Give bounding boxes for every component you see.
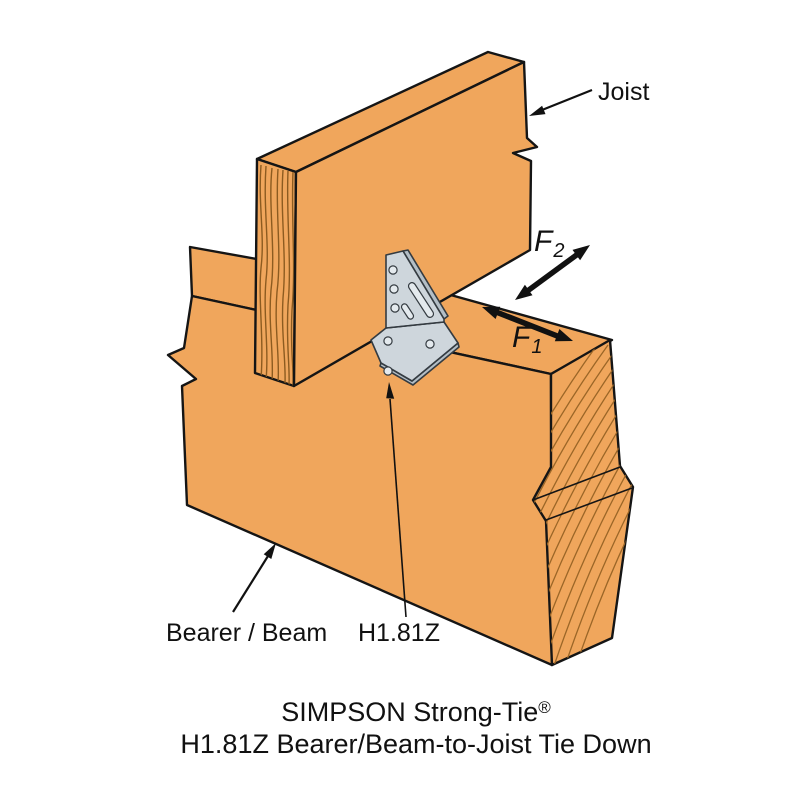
nail-hole [390, 303, 400, 313]
nail-hole [383, 366, 393, 376]
f2-arrow [515, 245, 590, 300]
f2-label: F2 [534, 225, 564, 262]
bearer-label: Bearer / Beam [166, 619, 327, 647]
connector-long-slot [407, 282, 435, 318]
force-annotations: F2 F1 [482, 225, 590, 358]
joist-end-grain [259, 164, 295, 386]
h181z-pointer-line [386, 382, 407, 618]
subtitle-caption: H1.81Z Bearer/Beam-to-Joist Tie Down [180, 729, 651, 759]
connector-bend-line [385, 321, 445, 329]
nail-hole [389, 284, 399, 294]
h181z-connector [370, 249, 460, 386]
bearer-break-line-upper [532, 466, 621, 501]
brand-caption: SIMPSON Strong-Tie® [281, 697, 551, 727]
f1-arrow [482, 306, 573, 342]
caption-block: SIMPSON Strong-Tie® H1.81Z Bearer/Beam-t… [180, 697, 651, 759]
joist-pointer-arrow [529, 88, 593, 116]
joist [253, 50, 539, 388]
bearer-pointer-arrow [232, 543, 276, 613]
callouts: Joist Bearer / Beam H1.81Z [166, 78, 649, 647]
h181z-label: H1.81Z [358, 619, 440, 647]
bearer-break-line-lower [545, 487, 633, 521]
bearer-beam [166, 245, 635, 667]
f1-label: F1 [512, 321, 542, 358]
connector-short-slot [400, 303, 415, 320]
nail-hole [383, 336, 393, 346]
nail-hole [425, 339, 435, 349]
nail-hole [388, 265, 398, 275]
joist-label: Joist [598, 78, 649, 106]
